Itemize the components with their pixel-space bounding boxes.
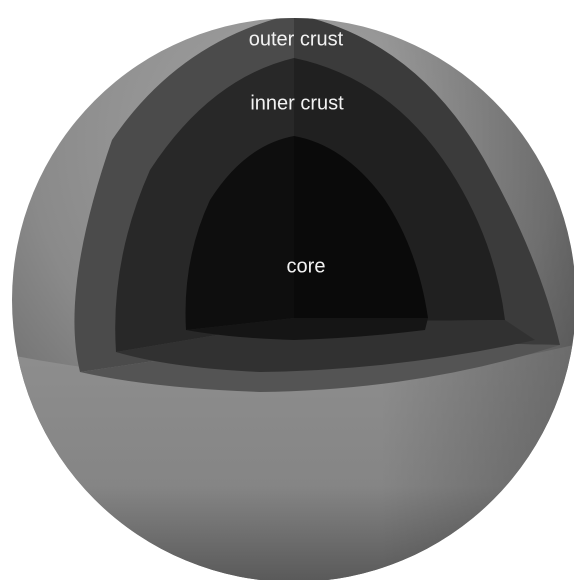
outer-crust-label: outer crust <box>249 28 344 50</box>
core-label: core <box>287 255 326 277</box>
inner-crust-label: inner crust <box>250 92 344 114</box>
